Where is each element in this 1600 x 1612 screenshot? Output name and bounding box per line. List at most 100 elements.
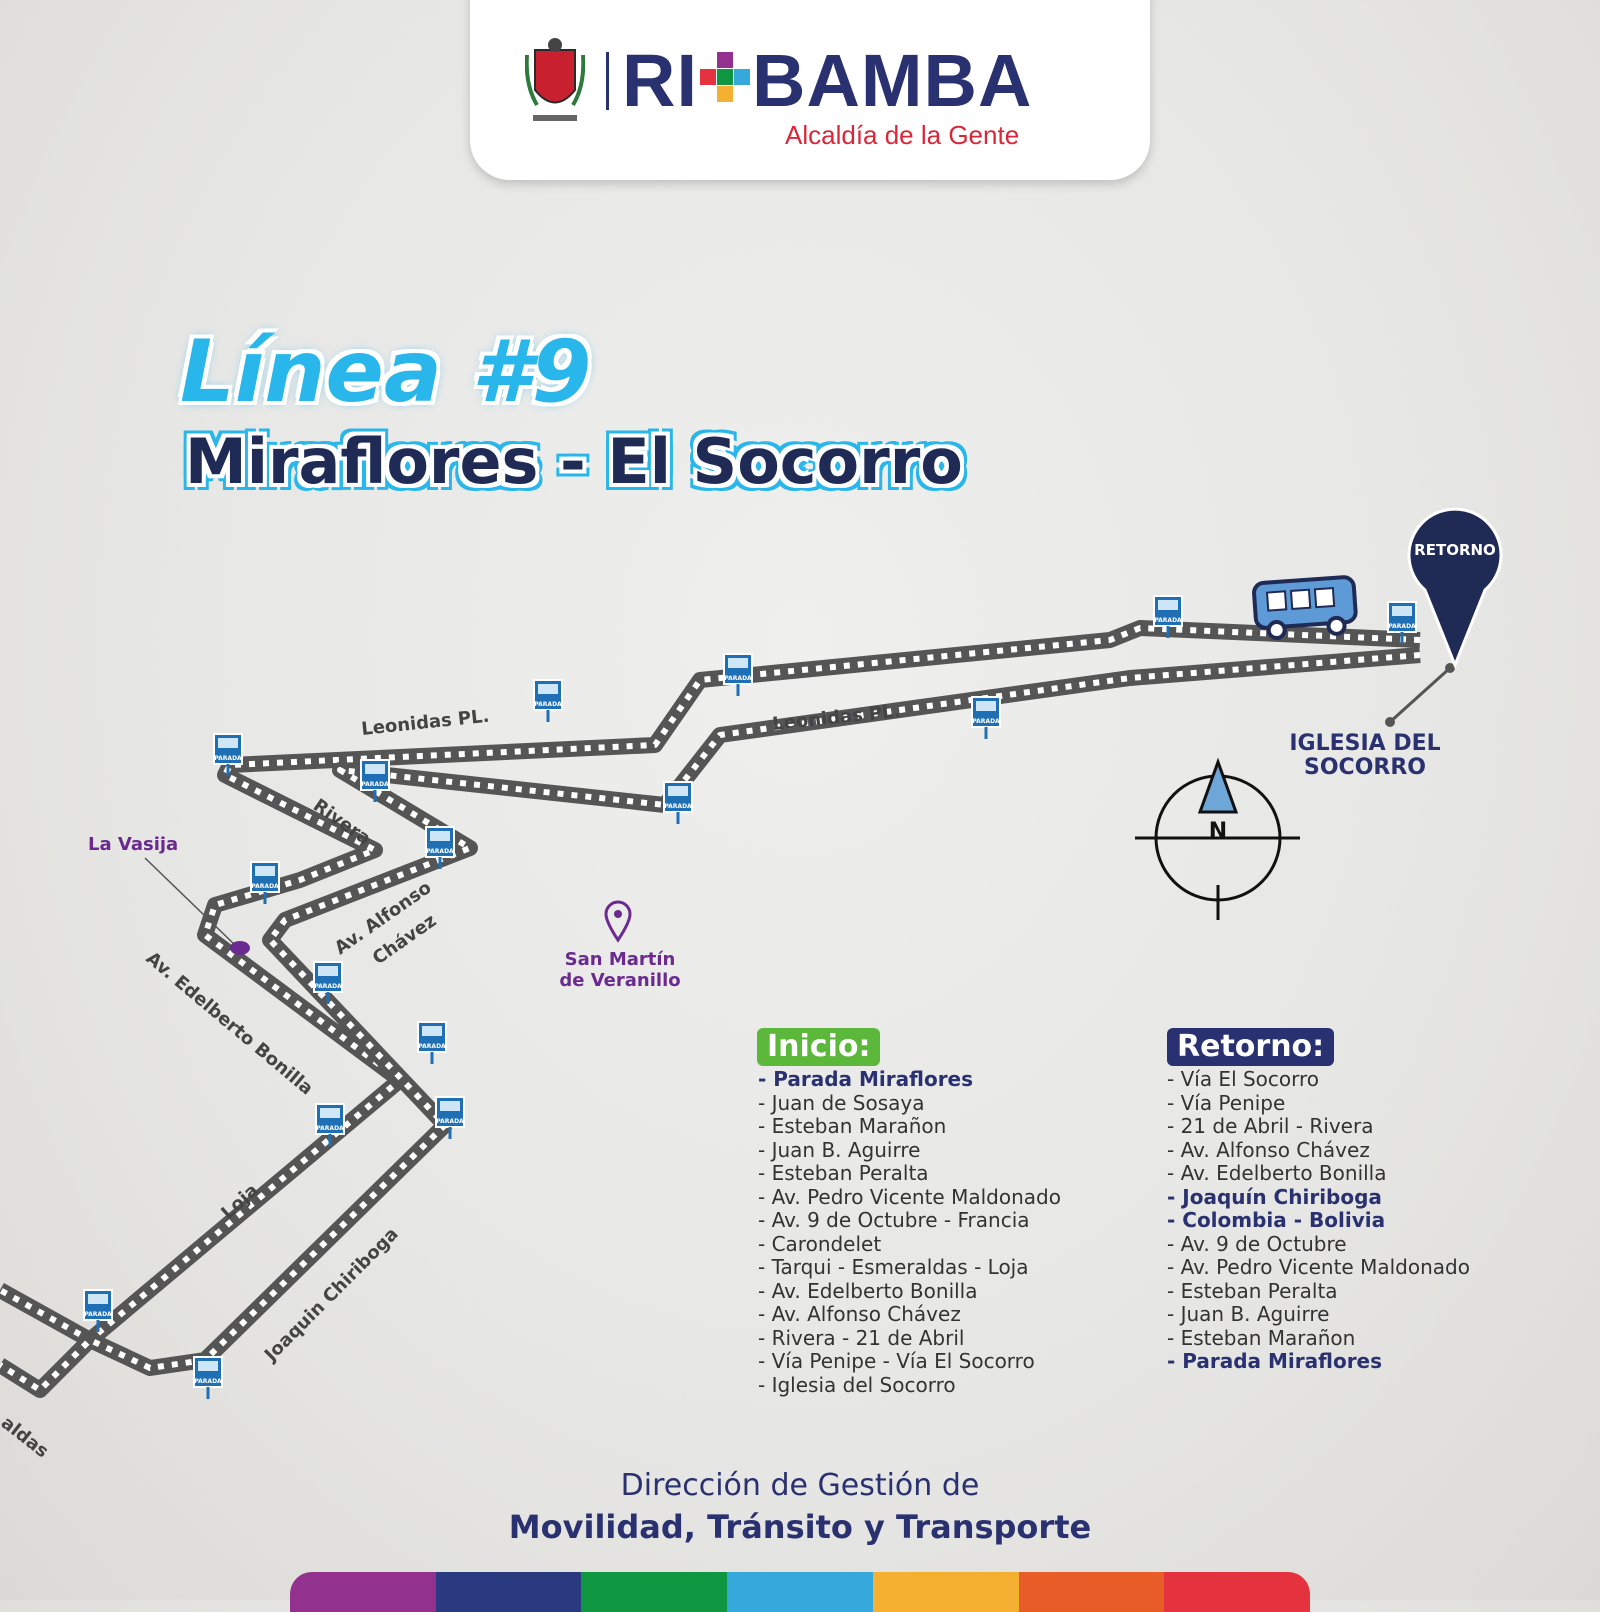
retorno-heading: Retorno: <box>1167 1028 1335 1066</box>
color-bar-segment <box>872 1572 1019 1612</box>
bus-stop-label: PARADA <box>1154 617 1182 624</box>
bus-stop-label: PARADA <box>724 675 752 682</box>
place-label-iglesia: IGLESIA DEL <box>1289 731 1440 756</box>
bus-stop-sign: PARADA <box>212 732 244 778</box>
retorno-list-item: - Av. Edelberto Bonilla <box>1167 1161 1387 1185</box>
bus-stop-sign: PARADA <box>192 1355 224 1401</box>
color-bar-segment <box>1018 1572 1165 1612</box>
inicio-list-item: - Esteban Marañon <box>758 1114 947 1138</box>
brand-subtitle: Alcaldía de la Gente <box>785 120 1020 150</box>
route-name-title: Miraflores - El Socorro <box>185 425 963 498</box>
street-label-leonidas: Leonidas PL. <box>360 706 490 740</box>
bus-stop-label: PARADA <box>316 1125 344 1132</box>
inicio-list-item: - Carondelet <box>758 1231 882 1256</box>
andean-cross-icon <box>700 52 750 102</box>
inicio-list-item: - Av. 9 de Octubre - Francia <box>758 1208 1030 1232</box>
bus-stop-sign: PARADA <box>249 860 281 906</box>
inicio-heading: Inicio: <box>757 1028 881 1066</box>
inicio-list-item: - Vía Penipe - Vía El Socorro <box>758 1349 1035 1373</box>
bus-stop-label: PARADA <box>534 701 562 708</box>
retorno-list-item: - Esteban Peralta <box>1167 1278 1338 1303</box>
retorno-list-item: - Av. 9 de Octubre <box>1167 1231 1347 1256</box>
place-label-la-vasija: La Vasija <box>88 834 178 855</box>
bus-stop-label: PARADA <box>972 718 1000 725</box>
retorno-list-item: - Parada Miraflores <box>1167 1349 1383 1373</box>
bus-stop-label: PARADA <box>1388 623 1416 630</box>
inicio-street-list: - Parada Miraflores- Juan de Sosaya- Est… <box>758 1067 1061 1397</box>
coat-of-arms-logo <box>525 38 585 121</box>
inicio-list-item: - Av. Alfonso Chávez <box>758 1302 961 1326</box>
place-label-san-martin: San Martín <box>565 949 676 970</box>
bus-stop-sign: PARADA <box>1152 594 1184 640</box>
bus-stop-sign: PARADA <box>424 825 456 871</box>
bus-stop-label: PARADA <box>664 803 692 810</box>
inicio-list-item: - Esteban Peralta <box>758 1161 929 1185</box>
color-bar-segment <box>1164 1572 1310 1612</box>
inicio-list-item: - Parada Miraflores <box>758 1067 974 1091</box>
brand-logo: RI BAMBA <box>622 38 1032 123</box>
route-line <box>0 625 1421 1343</box>
header-card <box>470 0 1150 180</box>
bus-stop-sign: PARADA <box>970 695 1002 741</box>
retorno-list-item: - Juan B. Aguirre <box>1167 1302 1330 1326</box>
bus-stop-sign: PARADA <box>532 678 564 724</box>
logo-divider <box>606 52 609 110</box>
retorno-street-list: - Vía El Socorro- Vía Penipe- 21 de Abri… <box>1167 1067 1470 1374</box>
bus-icon <box>1252 575 1358 641</box>
leader-line <box>1388 666 1452 724</box>
bus-stop-sign: PARADA <box>359 758 391 804</box>
inicio-list-item: - Av. Pedro Vicente Maldonado <box>758 1184 1061 1209</box>
compass-icon: N <box>1135 757 1300 920</box>
route-line <box>0 652 1421 1393</box>
bus-stop-sign: PARADA <box>416 1020 448 1066</box>
color-bar <box>290 1572 1310 1612</box>
retorno-pin-label: RETORNO <box>1414 541 1496 559</box>
street-label-esmeraldas: aldas <box>0 1412 52 1462</box>
line-number-title: Línea #9 <box>180 322 592 422</box>
bus-stop-label: PARADA <box>84 1311 112 1318</box>
bus-stop-label: PARADA <box>418 1043 446 1050</box>
retorno-list-item: - Av. Pedro Vicente Maldonado <box>1167 1255 1470 1279</box>
inicio-list-item: - Iglesia del Socorro <box>758 1372 956 1397</box>
bus-stop-sign: PARADA <box>722 652 754 698</box>
color-bar-segment <box>435 1572 582 1612</box>
compass-north-label: N <box>1209 819 1227 844</box>
retorno-list-item: - 21 de Abril - Rivera <box>1167 1114 1374 1138</box>
route-lines <box>0 620 1421 1398</box>
bus-stop-label: PARADA <box>194 1378 222 1385</box>
la-vasija-marker <box>230 941 250 955</box>
bus-stop-sign: PARADA <box>434 1095 466 1141</box>
bus-stop-sign: PARADA <box>314 1102 346 1148</box>
brand-text-right: BAMBA <box>752 39 1033 122</box>
bus-stop-label: PARADA <box>361 781 389 788</box>
bus-stop-sign: PARADA <box>1386 600 1418 646</box>
inicio-list-item: - Rivera - 21 de Abril <box>758 1325 965 1350</box>
bus-stop-label: PARADA <box>251 883 279 890</box>
bus-stop-label: PARADA <box>314 983 342 990</box>
color-bar-segment <box>290 1572 436 1612</box>
location-pin-icon <box>604 900 632 943</box>
bus-stop-sign: PARADA <box>662 780 694 826</box>
place-label-socorro: SOCORRO <box>1304 755 1426 780</box>
footer-department-name: Movilidad, Tránsito y Transporte <box>508 1508 1092 1546</box>
retorno-pin: RETORNO <box>1407 507 1503 670</box>
retorno-list-item: - Vía Penipe <box>1167 1090 1286 1115</box>
retorno-list-item: - Joaquín Chiriboga <box>1167 1184 1382 1209</box>
retorno-list-item: - Colombia - Bolivia <box>1167 1208 1386 1232</box>
inicio-list-item: - Juan B. Aguirre <box>758 1137 921 1162</box>
footer-department: Dirección de Gestión de <box>620 1468 980 1503</box>
retorno-list-item: - Av. Alfonso Chávez <box>1167 1137 1370 1162</box>
retorno-list-item: - Vía El Socorro <box>1167 1067 1320 1091</box>
bus-stop-label: PARADA <box>214 755 242 762</box>
brand-text-left: RI <box>622 39 698 122</box>
place-label-veranillo: de Veranillo <box>559 970 680 991</box>
inicio-list-item: - Av. Edelberto Bonilla <box>758 1278 978 1303</box>
color-bar-segment <box>727 1572 873 1612</box>
color-bar-segment <box>581 1572 728 1612</box>
bus-stop-label: PARADA <box>426 848 454 855</box>
street-label-leonidas: Leonidas PL. <box>771 701 901 735</box>
inicio-list-item: - Juan de Sosaya <box>758 1090 925 1115</box>
bus-stop-sign: PARADA <box>312 960 344 1006</box>
retorno-list-item: - Esteban Marañon <box>1167 1325 1356 1350</box>
